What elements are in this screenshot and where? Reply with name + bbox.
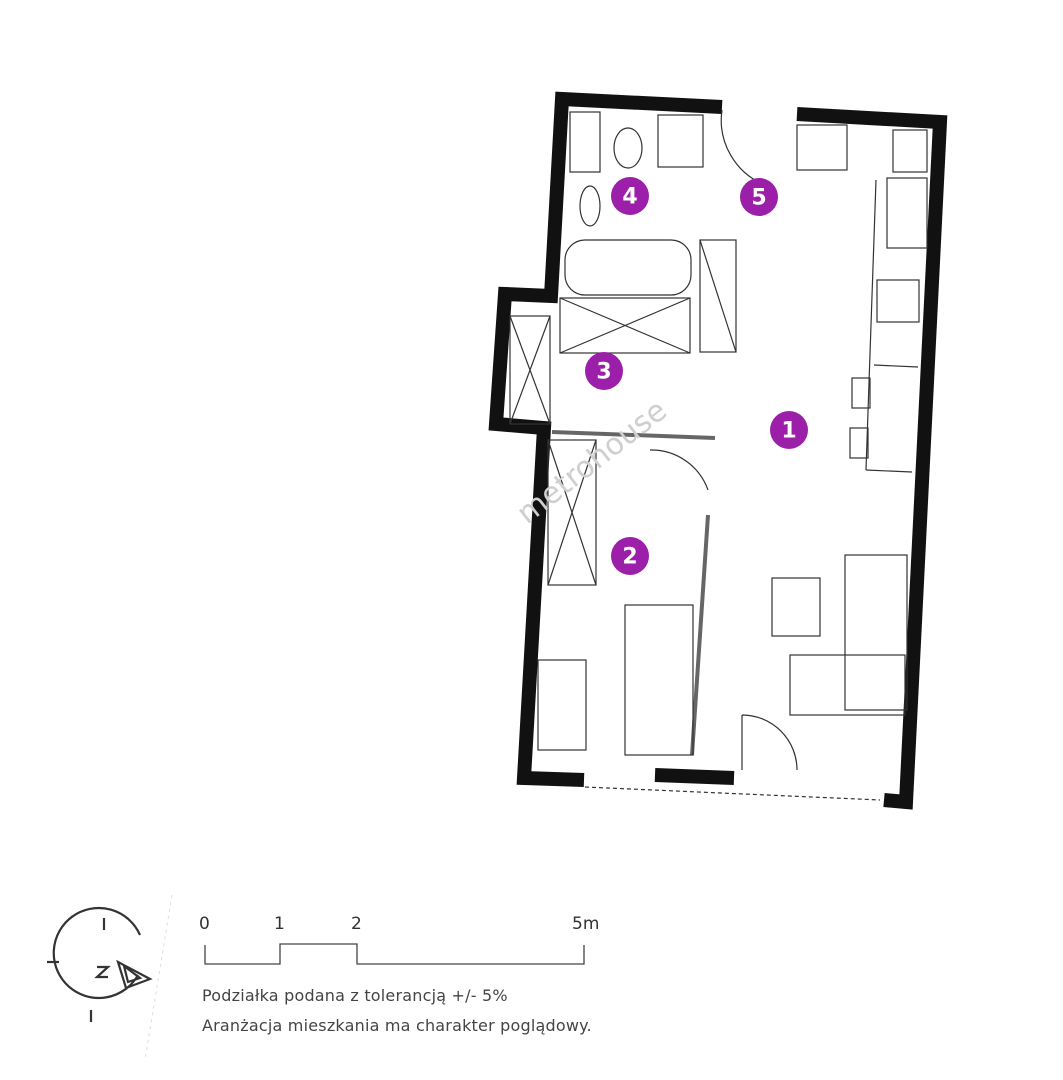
interior-lines <box>509 109 928 801</box>
kitchen-shaft <box>892 129 928 173</box>
stove-icon <box>876 279 920 323</box>
desk <box>537 659 587 751</box>
sink-icon <box>579 185 601 227</box>
room-marker-2: 2 <box>611 537 649 575</box>
bed <box>624 604 694 756</box>
closet <box>509 315 551 425</box>
arrangement-note: Aranżacja mieszkania ma charakter pogląd… <box>202 1016 592 1035</box>
sofa <box>789 654 906 716</box>
fridge <box>796 124 848 171</box>
room-marker-1: 1 <box>770 411 808 449</box>
closet <box>699 239 737 353</box>
balcony-door-swing <box>741 714 798 771</box>
scale-tick-2: 2 <box>351 914 362 934</box>
scale-bar <box>204 943 585 965</box>
wardrobe <box>559 297 691 354</box>
bedroom-wardrobe <box>547 439 597 586</box>
bathroom-shaft <box>569 111 601 173</box>
door-swing <box>649 449 709 491</box>
sofa <box>844 554 908 711</box>
coffee-table <box>771 577 821 637</box>
svg-text:4: 4 <box>622 185 637 210</box>
toilet-icon <box>613 127 643 169</box>
scale-tick-0: 0 <box>199 914 210 934</box>
room-marker-5: 5 <box>740 178 778 216</box>
entrance-door-swing <box>720 109 766 186</box>
washing-machine <box>657 114 704 168</box>
watermark: metrohouse <box>510 393 673 531</box>
scale-tick-5: 5m <box>572 914 600 934</box>
walls <box>488 91 948 810</box>
kitchen-sink-icon <box>886 177 928 249</box>
bar-stool <box>851 377 871 409</box>
tolerance-note: Podziałka podana z tolerancją +/- 5% <box>202 986 508 1005</box>
bathtub-icon <box>564 239 692 296</box>
svg-text:1: 1 <box>781 419 796 444</box>
room-marker-3: 3 <box>585 352 623 390</box>
svg-text:5: 5 <box>751 186 766 211</box>
north-arrow-icon <box>47 906 153 1022</box>
bar-stool <box>849 427 869 459</box>
svg-text:3: 3 <box>596 360 611 385</box>
room-marker-4: 4 <box>611 177 649 215</box>
svg-text:2: 2 <box>622 545 637 570</box>
scale-tick-1: 1 <box>274 914 285 934</box>
